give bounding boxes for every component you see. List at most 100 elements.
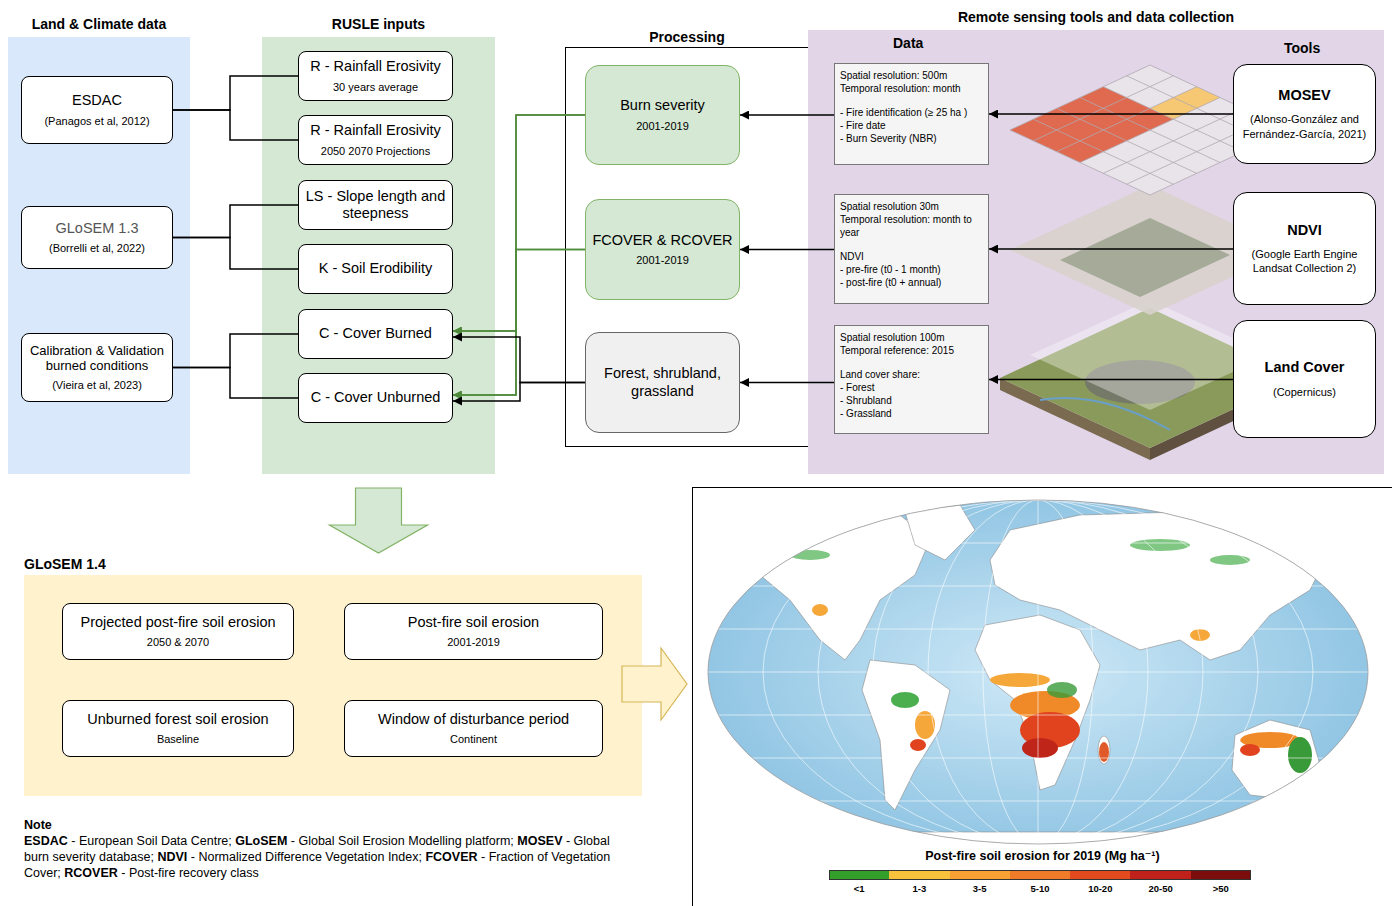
panel-heading: Remote sensing tools and data collection [808,8,1384,26]
box-subtitle: (Google Earth Engine Landsat Collection … [1240,247,1369,276]
box-subtitle: (Borrelli et al, 2022) [49,241,145,255]
panel-heading: RUSLE inputs [262,15,495,33]
abbreviation: GLoSEM [235,834,287,848]
process-box: Burn severity2001-2019 [585,65,740,165]
connector-arrow [330,488,428,553]
legend-item: 20-50 [1130,870,1190,894]
box-title: ESDAC [72,92,122,109]
legend-swatch [1191,870,1251,880]
box-title: Projected post-fire soil erosion [80,614,275,631]
connector-arrow [989,113,1233,115]
process-box: Projected post-fire soil erosion 2050 & 2… [62,603,294,660]
data-text: - Forest [840,381,983,394]
connector-arrow [740,114,834,116]
data-text: - post-fire (t0 + annual) [840,276,983,289]
box-title: Unburned forest soil erosion [87,711,268,728]
legend-item: 10-20 [1070,870,1130,894]
legend-swatch [889,870,949,880]
group-panel: ProcessingBurn severity2001-2019FCOVER &… [565,47,809,447]
connector-arrow [989,379,1233,381]
note-heading: Note [24,817,616,833]
group-panel: Land & Climate dataESDAC(Panagos et al, … [8,37,190,474]
column-heading: Data [893,35,923,51]
note-body: ESDAC - European Soil Data Centre; GLoSE… [24,833,616,881]
tool-box: NDVI(Google Earth Engine Landsat Collect… [1233,192,1376,305]
process-box: GLoSEM 1.3(Borrelli et al, 2022) [21,206,173,269]
process-box: LS - Slope length and steepness [298,180,453,230]
box-subtitle: (Vieira et al, 2023) [52,378,142,392]
heading-holder: GLoSEM 1.4 [24,555,642,573]
connector-arrow [740,249,834,251]
box-subtitle: Continent [450,732,497,746]
connector-arrow [740,382,834,384]
box-title: C - Cover Unburned [311,389,441,406]
legend-label: 3-5 [950,883,1010,894]
process-box: Calibration & Validation burned conditio… [21,333,173,402]
legend-swatch [1010,870,1070,880]
box-title: C - Cover Burned [319,325,432,342]
process-box: C - Cover Burned [298,309,453,359]
box-subtitle: (Copernicus) [1273,385,1336,399]
process-box: C - Cover Unburned [298,373,453,423]
abbreviation-meaning: - Normalized Difference Vegetation Index… [191,850,422,864]
tool-box: MOSEV(Alonso-González and Fernández-Garc… [1233,64,1376,164]
group-panel: RUSLE inputsR - Rainfall Erosivity30 yea… [262,37,495,474]
heading-holder: Land & Climate data [8,15,190,33]
box-title: FCOVER & RCOVER [592,232,732,249]
process-box: ESDAC(Panagos et al, 2012) [21,76,173,144]
box-title: Post-fire soil erosion [408,614,539,631]
process-box: Unburned forest soil erosionBaseline [62,700,294,757]
process-box: R - Rainfall Erosivity2050 2070 Projecti… [298,115,453,165]
note-holder: NoteESDAC - European Soil Data Centre; G… [24,817,616,881]
data-text: - Burn Severity (NBR) [840,132,983,145]
legend-label: 10-20 [1070,883,1130,894]
abbreviation: RCOVER [64,866,117,880]
panel-heading: GLoSEM 1.4 [24,555,642,573]
legend-label: >50 [1191,883,1251,894]
connector-arrow [989,248,1233,250]
box-title: Window of disturbance period [378,711,569,728]
data-box: Spatial resolution: 500mTemporal resolut… [834,63,989,165]
data-box: Spatial resolution 30mTemporal resolutio… [834,194,989,304]
panel-heading: Processing [566,28,808,46]
box-title: K - Soil Erodibility [319,260,433,277]
heading-holder: Remote sensing tools and data collection [808,8,1384,26]
abbreviation-meaning: - European Soil Data Centre; [71,834,232,848]
box-title: LS - Slope length and steepness [305,188,446,223]
abbreviation: MOSEV [517,834,562,848]
legend-holder: <11-33-55-1010-2020-50>50 [829,870,1251,894]
group-panel: GLoSEM 1.4Projected post-fire soil erosi… [24,575,642,796]
heading-holder: Processing [566,28,808,46]
process-box: Forest, shrubland, grassland [585,332,740,433]
legend-swatch [829,870,889,880]
data-text: - pre-fire (t0 - 1 month) [840,263,983,276]
box-subtitle: 2001-2019 [636,253,689,267]
data-text: Spatial resolution: 500m [840,69,983,82]
abbreviation-meaning: - Global Soil Erosion Modelling platform… [291,834,514,848]
legend-item: 1-3 [889,870,949,894]
process-box: K - Soil Erodibility [298,244,453,294]
box-subtitle: 30 years average [333,80,418,94]
legend-label: 5-10 [1010,883,1070,894]
process-box: R - Rainfall Erosivity 30 years average [298,51,453,101]
data-text: - Fire identification (≥ 25 ha ) [840,106,983,119]
data-text: Temporal resolution: month to year [840,213,983,239]
column-heading-holder: Data [893,35,923,51]
legend-label: <1 [829,883,889,894]
box-title: Burn severity [620,97,705,114]
heading-holder: RUSLE inputs [262,15,495,33]
legend-label: 1-3 [889,883,949,894]
data-text: NDVI [840,250,983,263]
abbreviation: FCOVER [425,850,477,864]
box-subtitle: 2050 & 2070 [147,635,209,649]
world-map [700,490,1380,882]
box-subtitle: 2050 2070 Projections [321,144,430,158]
process-box: Window of disturbance periodContinent [344,700,603,757]
legend-label: 20-50 [1130,883,1190,894]
box-title: R - Rainfall Erosivity [310,58,441,75]
data-text: Temporal reference: 2015 [840,344,983,357]
box-subtitle: 2001-2019 [447,635,500,649]
column-heading: Tools [1284,40,1320,56]
data-text: Spatial resolution 30m [840,200,983,213]
data-text: Spatial resolution 100m [840,331,983,344]
